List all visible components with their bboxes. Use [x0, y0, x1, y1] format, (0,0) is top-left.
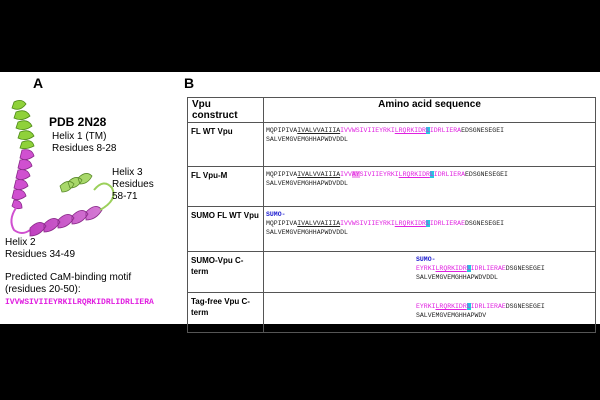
- helix-1-green: [11, 100, 35, 150]
- panel-b-label: B: [184, 75, 195, 91]
- loop-2: [93, 182, 115, 211]
- table-row: SUMO FL WT Vpu SUMO- MQPIPIVAIVALVVAIIIA…: [187, 206, 596, 252]
- sequence-cell: SUMO- EYRKILRQRKIDRLIDRLIERAEDSGNESEGEI …: [263, 251, 596, 293]
- loop-1: [10, 207, 31, 234]
- helix-2: [29, 206, 103, 237]
- construct-name: SUMO FL WT Vpu: [187, 206, 264, 252]
- table-row: FL WT Vpu MQPIPIVAIVALVVAIIIAIVVWSIVIIEY…: [187, 122, 596, 167]
- table-row: SUMO-Vpu C-term SUMO- EYRKILRQRKIDRLIDRL…: [187, 251, 596, 293]
- table-row: Tag-free Vpu C-term EYRKILRQRKIDRLIDRLIE…: [187, 292, 596, 333]
- helix-3: [59, 173, 93, 193]
- header-construct: Vpu construct: [187, 97, 264, 123]
- figure-panel: A B PDB 2N28 Helix 1 (TM) Residues 8: [0, 72, 600, 333]
- helix-1-magenta: [11, 149, 35, 210]
- sequence-table: Vpu construct Amino acid sequence FL WT …: [187, 97, 596, 333]
- helix-1-label: Helix 1 (TM) Residues 8-28: [52, 131, 117, 154]
- sequence-cell: MQPIPIVAIVALVVAIIIAIVVWSIVIIEYRKILRQRKID…: [263, 122, 596, 167]
- construct-name: Tag-free Vpu C-term: [187, 292, 264, 333]
- vpu-structure-cartoon: [10, 100, 115, 237]
- header-sequence: Amino acid sequence: [263, 97, 596, 123]
- helix-3-label: Helix 3 Residues 58-71: [112, 167, 154, 202]
- construct-name: SUMO-Vpu C-term: [187, 251, 264, 293]
- construct-name: FL WT Vpu: [187, 122, 264, 167]
- table-row: FL Vpu-M MQPIPIVAIVALVVAIIIAIVVAYSIVIIEY…: [187, 166, 596, 207]
- pdb-id: PDB 2N28: [49, 115, 107, 129]
- construct-name: FL Vpu-M: [187, 166, 264, 207]
- helix-2-label: Helix 2 Residues 34-49: [5, 237, 76, 260]
- sequence-cell: SUMO- MQPIPIVAIVALVVAIIIAIVVWSIVIIEYRKIL…: [263, 206, 596, 252]
- sequence-cell: EYRKILRQRKIDRLIDRLIERAEDSGNESEGEI SALVEM…: [263, 292, 596, 333]
- cam-motif-label: Predicted CaM-binding motif (residues 20…: [5, 272, 132, 295]
- cam-motif-sequence: IVVWSIVIIEYRKILRQRKIDRLIDRLIERA: [5, 298, 154, 307]
- sequence-cell: MQPIPIVAIVALVVAIIIAIVVAYSIVIIEYRKILRQRKI…: [263, 166, 596, 207]
- panel-a-label: A: [33, 75, 44, 91]
